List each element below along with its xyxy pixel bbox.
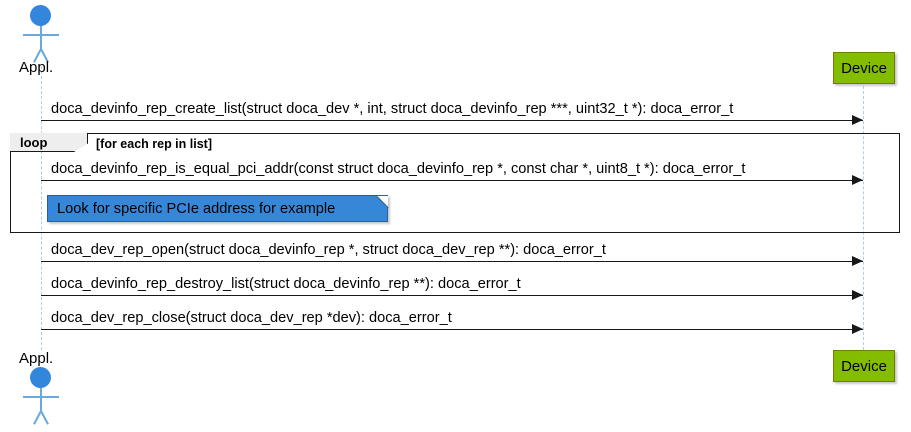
- actor-leg-right-icon: [40, 410, 49, 425]
- message-2-line: [41, 180, 863, 181]
- actor-body-icon: [40, 388, 42, 412]
- message-1-arrowhead: [852, 115, 863, 125]
- participant-device-bottom[interactable]: Device: [833, 350, 895, 382]
- message-5-arrowhead: [852, 324, 863, 334]
- actor-appl-bottom-label: Appl.: [19, 350, 54, 367]
- loop-fragment-condition: [for each rep in list]: [96, 137, 212, 151]
- message-4-line: [41, 295, 863, 296]
- participant-device-top[interactable]: Device: [833, 52, 895, 84]
- lifeline-appl: [41, 66, 42, 350]
- message-3-line: [41, 261, 863, 262]
- actor-body-icon: [40, 26, 42, 50]
- message-3-label: doca_dev_rep_open(struct doca_devinfo_re…: [51, 242, 606, 258]
- loop-fragment-operator: loop: [10, 133, 88, 152]
- actor-appl-bottom[interactable]: [19, 367, 63, 425]
- note-fold-corner-icon: [377, 196, 388, 207]
- message-2-label: doca_devinfo_rep_is_equal_pci_addr(const…: [51, 161, 746, 177]
- message-2-arrowhead: [852, 175, 863, 185]
- actor-head-icon: [30, 367, 51, 388]
- loop-fragment-box: [10, 133, 900, 233]
- actor-appl-top[interactable]: [19, 5, 63, 63]
- note-pcie-address: Look for specific PCIe address for examp…: [47, 195, 388, 222]
- message-3-arrowhead: [852, 256, 863, 266]
- message-4-arrowhead: [852, 290, 863, 300]
- message-1-label: doca_devinfo_rep_create_list(struct doca…: [51, 101, 734, 117]
- actor-appl-top-label: Appl.: [19, 59, 54, 76]
- actor-head-icon: [30, 5, 51, 26]
- message-5-line: [41, 329, 863, 330]
- lifeline-device: [863, 86, 864, 350]
- message-1-line: [41, 120, 863, 121]
- message-4-label: doca_devinfo_rep_destroy_list(struct doc…: [51, 276, 521, 292]
- message-5-label: doca_dev_rep_close(struct doca_dev_rep *…: [51, 310, 452, 326]
